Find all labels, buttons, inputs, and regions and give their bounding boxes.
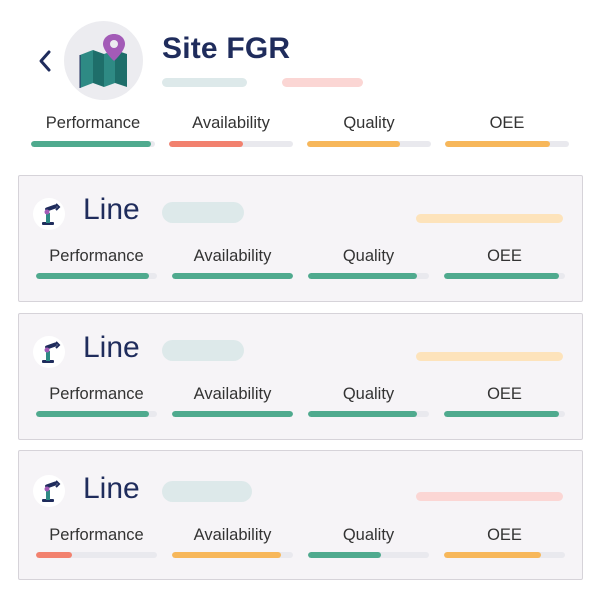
line-status-placeholder [416,214,563,223]
line-metric-label-oee: OEE [487,247,522,265]
line-subtitle-placeholder [162,202,244,223]
line-metric-bar-quality [308,552,429,558]
line-card[interactable]: Line Performance Availability Quality OEE [18,175,583,302]
chevron-left-icon [39,50,51,72]
metric-bar-fill [444,552,541,558]
line-metric-label-availability: Availability [193,385,272,403]
site-metric-bar-availability [169,141,293,147]
line-metric-bar-performance [36,273,157,279]
metric-bar-fill [444,273,559,279]
line-metric-label-performance: Performance [49,247,144,265]
site-metric-label-oee: OEE [489,114,525,132]
line-icon-wrap [33,336,65,368]
metric-bar-fill [36,411,149,417]
line-metric-label-oee: OEE [487,526,522,544]
line-card[interactable]: Line Performance Availability Quality OEE [18,450,583,580]
site-avatar [64,21,143,100]
site-metric-bar-oee [445,141,569,147]
line-metric-label-quality: Quality [342,526,395,544]
robot-arm-icon [42,480,61,502]
metric-bar-fill [308,552,381,558]
metric-bar-fill [307,141,400,147]
metric-bar-fill [172,552,281,558]
line-status-placeholder [416,492,563,501]
line-title: Line [83,472,140,505]
site-metric-label-quality: Quality [343,114,395,132]
robot-arm-icon [42,203,61,225]
line-metric-label-quality: Quality [342,385,395,403]
site-status-placeholder [282,78,363,87]
line-metric-bar-oee [444,552,565,558]
site-metric-label-availability: Availability [192,114,270,132]
site-metric-label-performance: Performance [45,114,141,132]
line-metric-bar-performance [36,411,157,417]
line-metric-bar-availability [172,273,293,279]
line-metric-label-quality: Quality [342,247,395,265]
site-metric-bar-performance [31,141,155,147]
site-title: Site FGR [162,32,291,65]
robot-arm-icon [42,341,61,363]
metric-bar-fill [36,552,73,558]
line-metric-bar-performance [36,552,157,558]
line-metric-label-oee: OEE [487,385,522,403]
line-status-placeholder [416,352,563,361]
metric-bar-fill [444,411,559,417]
metric-bar-fill [308,273,417,279]
line-card[interactable]: Line Performance Availability Quality OEE [18,313,583,440]
line-metric-label-availability: Availability [193,526,272,544]
line-metric-bar-availability [172,552,293,558]
line-metric-bar-oee [444,273,565,279]
line-metric-bar-oee [444,411,565,417]
line-icon-wrap [33,198,65,230]
metric-bar-fill [172,273,293,279]
line-metric-bar-availability [172,411,293,417]
metric-bar-fill [308,411,417,417]
site-metrics: Performance Availability Quality OEE [0,110,600,155]
line-metric-bar-quality [308,273,429,279]
line-metric-label-performance: Performance [49,526,144,544]
line-metric-label-performance: Performance [49,385,144,403]
line-subtitle-placeholder [162,481,252,502]
metric-bar-fill [169,141,244,147]
line-title: Line [83,331,140,364]
metric-bar-fill [36,273,149,279]
line-subtitle-placeholder [162,340,244,361]
line-icon-wrap [33,475,65,507]
line-metric-label-availability: Availability [193,247,272,265]
metric-bar-fill [172,411,293,417]
site-subtitle-placeholder [162,78,247,87]
metric-bar-fill [445,141,551,147]
site-metric-bar-quality [307,141,431,147]
line-metric-bar-quality [308,411,429,417]
back-button[interactable] [34,47,56,75]
map-pin-icon [79,34,127,88]
metric-bar-fill [31,141,152,147]
line-title: Line [83,193,140,226]
